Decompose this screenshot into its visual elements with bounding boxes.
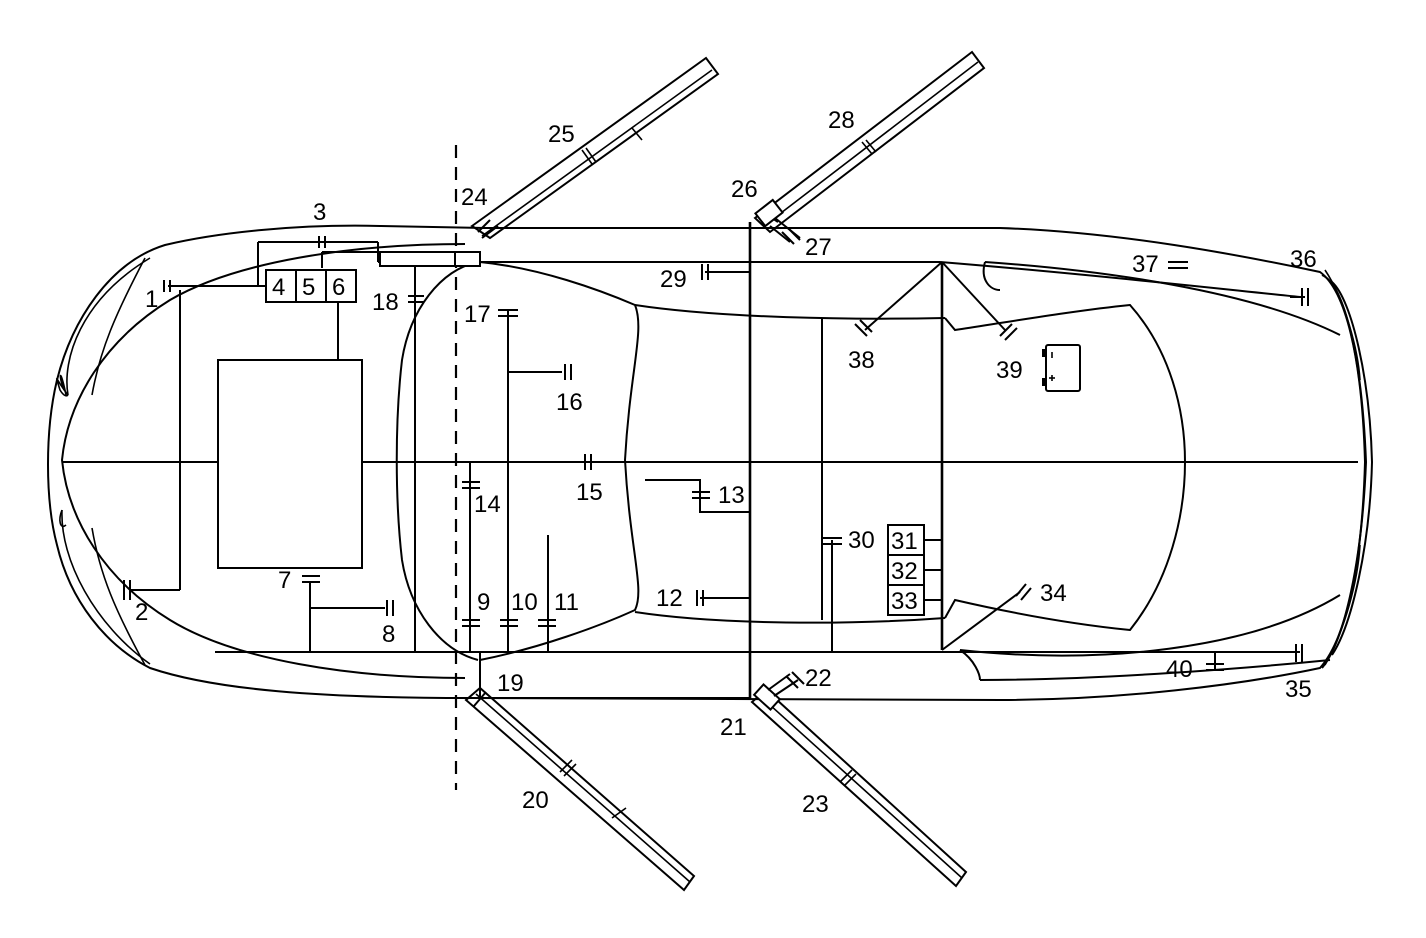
door-harnesses <box>464 50 986 892</box>
callout-25: 25 <box>548 121 575 148</box>
callout-40: 40 <box>1166 656 1193 683</box>
callout-16: 16 <box>556 389 583 416</box>
callout-4: 4 <box>272 274 285 301</box>
door-harness-rear-right <box>750 673 968 888</box>
battery-icon <box>1042 344 1081 392</box>
door-harness-front-left <box>470 56 720 240</box>
callout-37: 37 <box>1132 251 1159 278</box>
callout-34: 34 <box>1040 580 1067 607</box>
callout-18: 18 <box>372 289 399 316</box>
relay-box-6 <box>325 269 357 303</box>
callout-20: 20 <box>522 787 549 814</box>
callout-31: 31 <box>891 528 918 555</box>
callout-8: 8 <box>382 621 395 648</box>
callout-6: 6 <box>332 274 345 301</box>
callout-12: 12 <box>656 585 683 612</box>
callout-28: 28 <box>828 107 855 134</box>
callout-7: 7 <box>278 567 291 594</box>
components <box>217 251 942 616</box>
callout-labels: 1 2 3 4 5 6 7 8 9 10 11 12 13 14 15 16 1… <box>135 107 1317 818</box>
door-harness-front-right <box>464 686 696 892</box>
callout-22: 22 <box>805 665 832 692</box>
callout-17: 17 <box>464 301 491 328</box>
callout-30: 30 <box>848 527 875 554</box>
callout-10: 10 <box>511 589 538 616</box>
callout-1: 1 <box>145 286 158 313</box>
callout-5: 5 <box>302 274 315 301</box>
callout-11: 11 <box>554 589 579 616</box>
callout-15: 15 <box>576 479 603 506</box>
engine-compartment-box <box>217 359 363 569</box>
callout-2: 2 <box>135 599 148 626</box>
callout-14: 14 <box>474 491 501 518</box>
door-harness-rear-left <box>753 50 986 243</box>
callout-26: 26 <box>731 176 758 203</box>
callout-13: 13 <box>718 482 745 509</box>
callout-29: 29 <box>660 266 687 293</box>
cowl-connector-box <box>379 251 481 267</box>
callout-39: 39 <box>996 357 1023 384</box>
callout-9: 9 <box>477 589 490 616</box>
callout-33: 33 <box>891 588 918 615</box>
callout-24: 24 <box>461 184 488 211</box>
callout-36: 36 <box>1290 246 1317 273</box>
connector-symbols <box>123 227 1309 689</box>
callout-35: 35 <box>1285 676 1312 703</box>
callout-38: 38 <box>848 347 875 374</box>
callout-27: 27 <box>805 234 832 261</box>
callout-23: 23 <box>802 791 829 818</box>
callout-19: 19 <box>497 670 524 697</box>
callout-3: 3 <box>313 199 326 226</box>
callout-21: 21 <box>720 714 747 741</box>
callout-32: 32 <box>891 558 918 585</box>
